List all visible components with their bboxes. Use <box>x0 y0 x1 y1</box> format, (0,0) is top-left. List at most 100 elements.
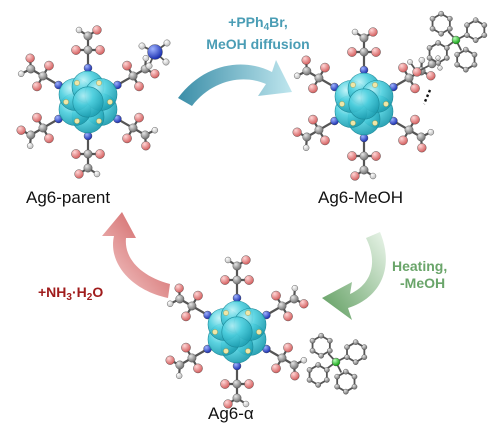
oxygen-atom <box>95 45 105 55</box>
phosphorus-atom <box>451 35 461 45</box>
oxygen-atom <box>193 363 203 374</box>
carbon-atom <box>314 73 324 83</box>
step-right-line2: -MeOH <box>400 275 446 291</box>
carbon-atom <box>277 301 287 311</box>
carbon-atom <box>343 368 349 375</box>
hydrogen-atom <box>26 142 34 149</box>
oxygen-atom <box>141 141 151 151</box>
sulfur-atom <box>96 118 102 124</box>
carbon-atom <box>83 149 93 159</box>
oxygen-atom <box>271 290 281 301</box>
oxygen-atom <box>223 399 233 409</box>
carbon-atom <box>306 377 313 383</box>
silver-atom <box>348 88 380 120</box>
carbon-atom <box>351 373 358 380</box>
oxygen-atom <box>244 379 254 389</box>
tetraphenylphosphonium-top <box>426 10 488 73</box>
carbon-atom <box>464 22 470 28</box>
carbon-atom <box>187 353 197 363</box>
oxygen-atom <box>122 133 132 144</box>
carbon-atom <box>454 51 460 58</box>
carbon-atom <box>429 15 436 22</box>
sulfur-atom <box>339 101 345 107</box>
hydrogen-atom <box>351 28 359 36</box>
ag6-meoh-cluster <box>292 27 436 181</box>
carbon-atom <box>128 123 138 133</box>
step-right-line1: Heating, <box>392 258 448 274</box>
carbon-atom <box>318 352 325 359</box>
carbon-atom <box>38 71 48 81</box>
carbon-atom <box>83 45 93 55</box>
hydrogen-atom <box>407 59 413 65</box>
carbon-atom <box>435 40 442 46</box>
step-left-o: O <box>92 284 104 300</box>
step-left-nh: +NH <box>38 284 67 300</box>
oxygen-atom <box>32 112 42 123</box>
carbon-atom <box>334 383 340 390</box>
carbon-atom <box>361 354 368 360</box>
carbon-atom <box>327 347 333 354</box>
ammonium-cation <box>138 39 171 70</box>
oxygen-atom <box>350 171 360 181</box>
carbon-atom <box>454 61 460 68</box>
hydrogen-atom <box>369 172 377 180</box>
step-top-pph: +PPh <box>228 14 264 30</box>
hydrogen-atom <box>302 144 310 151</box>
carbon-atom <box>463 66 469 73</box>
silver-atom <box>221 316 253 348</box>
sulfur-atom <box>245 348 251 354</box>
carbon-atom <box>232 261 242 271</box>
oxygen-atom <box>347 151 357 161</box>
oxygen-atom <box>371 151 381 161</box>
carbon-atom <box>306 367 313 373</box>
carbon-atom <box>289 360 299 370</box>
carbon-atom <box>277 353 287 363</box>
carbon-atom <box>314 125 324 135</box>
carbon-atom <box>471 51 478 58</box>
carbon-atom <box>481 32 488 38</box>
ag6-meoh-label: Ag6-MeOH <box>318 188 404 207</box>
carbon-atom <box>344 344 350 350</box>
carbon-atom <box>481 22 488 28</box>
hydrogen-atom <box>145 62 153 70</box>
carbon-atom <box>309 347 316 354</box>
oxygen-atom <box>122 60 132 71</box>
ag6-alpha-cluster <box>165 255 309 409</box>
carbon-atom <box>359 47 369 57</box>
tetraphenylphosphonium-bottom <box>306 332 368 395</box>
hydrogen-atom <box>17 70 25 77</box>
hydrogen-atom <box>142 55 150 62</box>
oxygen-atom <box>283 311 293 322</box>
oxygen-atom <box>181 342 191 353</box>
hydrogen-atom <box>418 57 426 64</box>
hydrogen-atom <box>162 58 170 66</box>
oxygen-atom <box>301 55 311 65</box>
carbon-atom <box>416 132 426 142</box>
oxygen-atom <box>74 169 84 179</box>
carbon-atom <box>426 45 433 51</box>
oxygen-atom <box>71 149 81 159</box>
oxygen-atom <box>308 114 318 125</box>
carbon-atom <box>289 294 299 304</box>
oxygen-atom <box>283 342 293 353</box>
carbon-atom <box>302 132 312 142</box>
oxygen-atom <box>44 133 54 144</box>
oxygen-atom <box>244 275 254 285</box>
oxygen-atom <box>417 143 427 153</box>
carbon-atom <box>175 294 185 304</box>
oxygen-atom <box>410 83 420 94</box>
sulfur-atom <box>245 310 251 316</box>
oxygen-atom <box>320 62 330 73</box>
carbon-atom <box>447 25 453 32</box>
oxygen-atom <box>371 47 381 57</box>
ag6-alpha-label: Ag6-α <box>208 404 254 423</box>
hydrogen-atom <box>163 39 171 47</box>
sulfur-atom <box>350 82 356 88</box>
ag6-parent-cluster <box>16 25 160 179</box>
phosphorus-atom <box>331 357 341 367</box>
hydrogen-atom <box>138 42 146 50</box>
carbon-atom <box>438 10 445 17</box>
sulfur-atom <box>223 348 229 354</box>
left-curved-arrow <box>102 212 170 298</box>
carbon-atom <box>444 55 450 61</box>
